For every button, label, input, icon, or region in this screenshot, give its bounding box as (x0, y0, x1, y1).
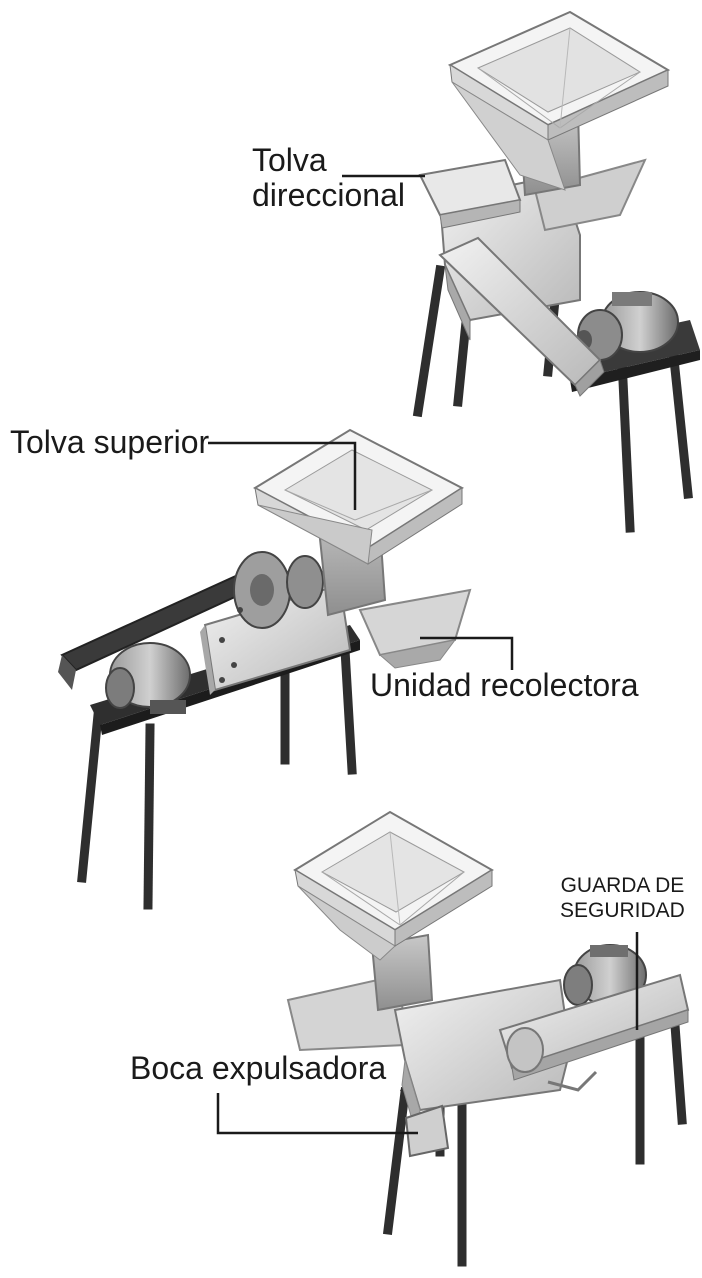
label-unidad-recolectora: Unidad recolectora (370, 667, 639, 703)
label-tolva-direccional-line1: Tolva (252, 142, 327, 178)
machine-bottom-view (286, 810, 690, 1267)
tolva-superior-bottom (293, 810, 494, 961)
tolva-superior-top (447, 10, 671, 191)
pulley (233, 551, 324, 629)
machine-top-view (412, 10, 700, 533)
tolva-superior-middle (252, 428, 465, 565)
leader-line-unidad-recolectora (420, 636, 514, 670)
motor (576, 291, 679, 361)
label-boca-expulsadora: Boca expulsadora (130, 1050, 387, 1086)
leader-line-boca-expulsadora (216, 1093, 418, 1135)
machine-middle-view (58, 428, 472, 910)
label-guarda-seguridad: GUARDA DE SEGURIDAD (560, 873, 685, 923)
label-guarda-line2: SEGURIDAD (560, 899, 685, 923)
boca-expulsadora-shape (404, 1104, 450, 1158)
label-tolva-direccional: Tolva direccional (252, 142, 405, 214)
bolts (219, 607, 243, 683)
motor (105, 642, 191, 714)
label-guarda-line1: GUARDA DE (560, 874, 685, 897)
leader-line-tolva-superior (208, 441, 357, 510)
label-tolva-superior: Tolva superior (10, 424, 210, 460)
frame-legs (77, 645, 357, 910)
side-chute (533, 158, 647, 232)
label-tolva-direccional-line2: direccional (252, 177, 405, 214)
